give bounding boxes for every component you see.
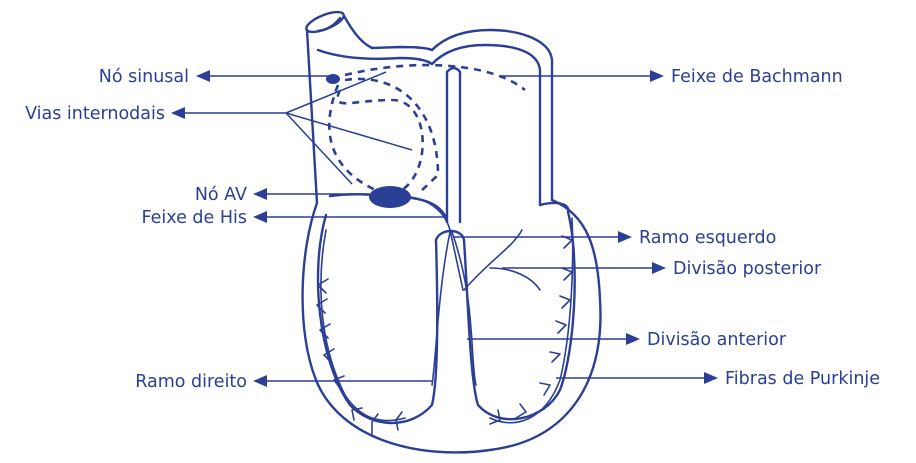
- label-feixe-his: Feixe de His: [142, 208, 247, 228]
- label-ramo-direito: Ramo direito: [135, 372, 247, 392]
- label-divisao-posterior: Divisão posterior: [673, 259, 822, 279]
- label-ramo-esquerdo: Ramo esquerdo: [639, 228, 776, 248]
- label-no-sinusal: Nó sinusal: [99, 67, 189, 87]
- label-divisao-anterior: Divisão anterior: [647, 330, 787, 350]
- label-fibras-purkinje: Fibras de Purkinje: [725, 369, 880, 389]
- label-no-av: Nó AV: [195, 185, 247, 205]
- label-feixe-bachmann: Feixe de Bachmann: [671, 67, 843, 87]
- leader-lines: [171, 70, 718, 387]
- label-vias-internodais: Vias internodais: [25, 104, 165, 124]
